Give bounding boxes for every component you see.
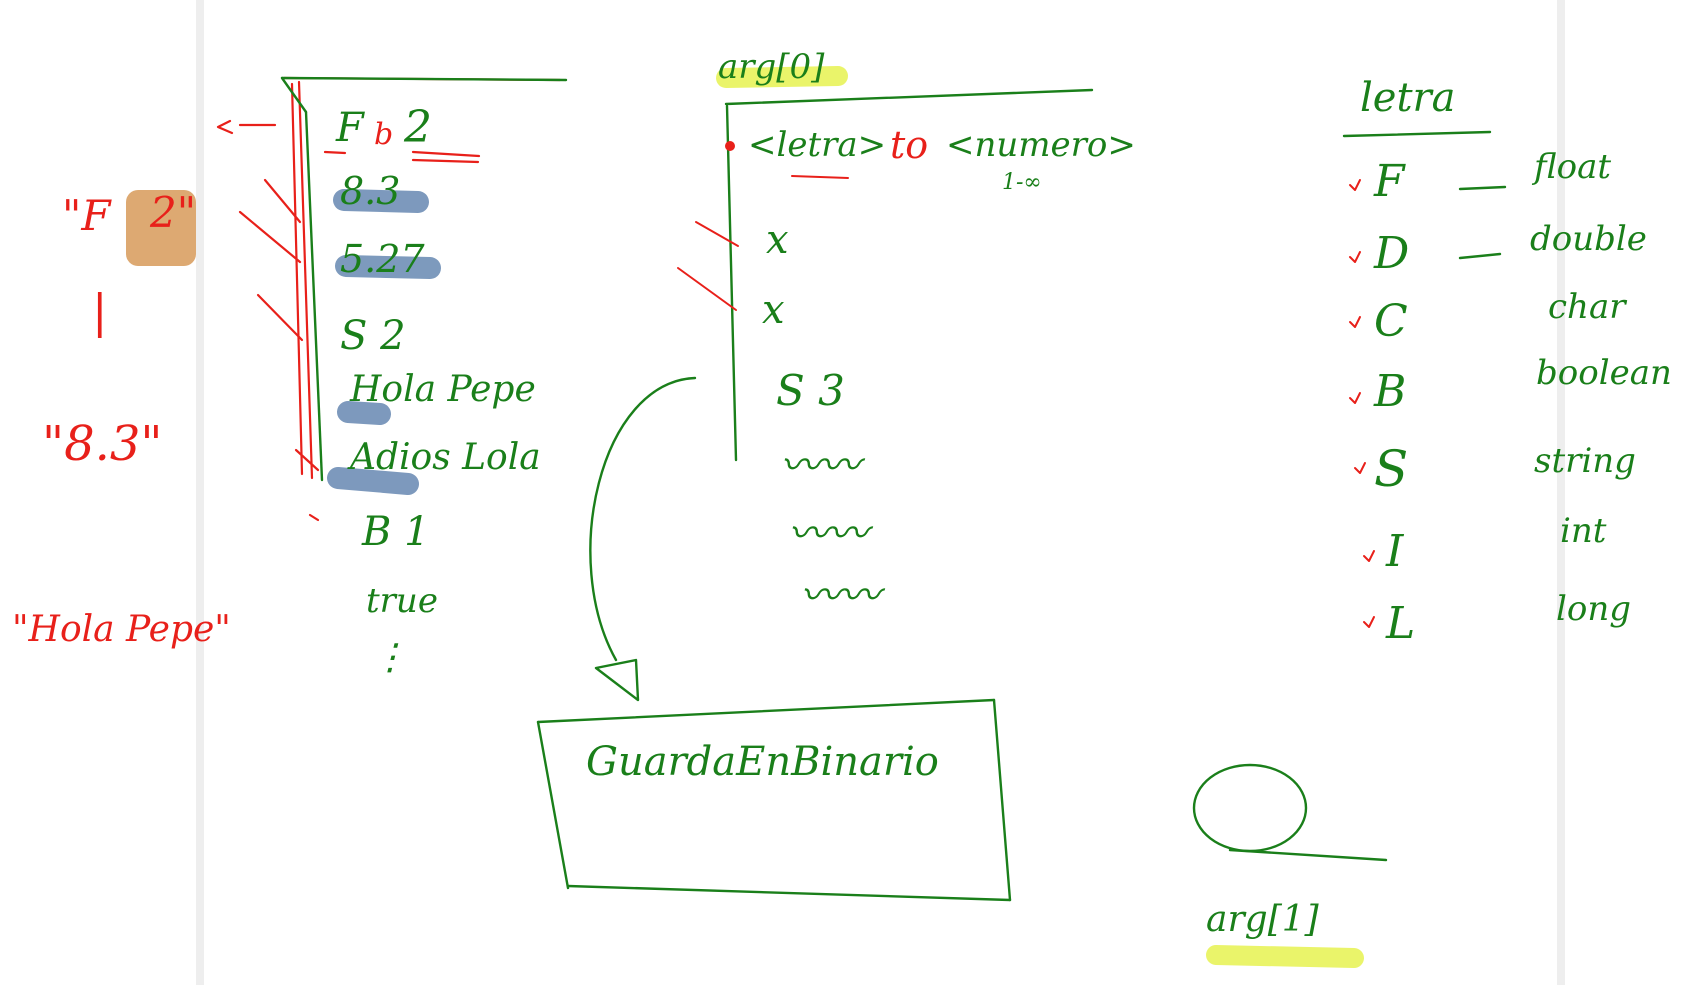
file-line-527: 5.27 <box>340 237 425 281</box>
arg0-squiggle-2: 〰〰 <box>788 511 868 557</box>
file-line-2: 2 <box>404 102 432 153</box>
arg1-label: arg[1] <box>1206 899 1319 940</box>
arg0-squiggle-1: 〰〰 <box>780 443 860 489</box>
canvas-left-edge <box>196 0 204 985</box>
file-line-true: true <box>366 581 438 621</box>
blue-highlights <box>327 189 441 495</box>
file-line-adios: Adios Lola <box>350 437 541 478</box>
letters-table-checkmarks <box>1349 179 1375 628</box>
arg0-red-marks <box>677 175 849 311</box>
type-char: char <box>1548 287 1626 327</box>
arg0-mark-1: x <box>766 217 789 263</box>
quote-hola-note: "Hola Pepe" <box>12 609 231 650</box>
file-line-b1: B 1 <box>362 509 430 555</box>
type-double: double <box>1530 219 1647 259</box>
orange-highlight <box>126 190 196 266</box>
letter-l: L <box>1386 598 1416 649</box>
canvas-right-edge <box>1557 0 1565 985</box>
arg0-number-placeholder: <numero> <box>946 125 1136 165</box>
binary-box-label: GuardaEnBinario <box>586 739 939 785</box>
file-line-separator: b <box>374 117 394 152</box>
flow-arrow <box>589 376 697 702</box>
file-column-frame <box>280 76 568 482</box>
letter-s: S <box>1374 440 1409 498</box>
output-file-circle <box>1192 763 1388 862</box>
letter-i: I <box>1386 526 1404 577</box>
type-float: float <box>1534 147 1612 187</box>
arg0-frame <box>724 88 1094 462</box>
yellow-highlights <box>716 66 1364 968</box>
letter-c: C <box>1374 296 1408 347</box>
arg0-range: 1-∞ <box>1002 170 1042 195</box>
file-line-s2: S 2 <box>340 313 406 359</box>
pipe-note: | <box>92 284 108 338</box>
quote-83-note: "8.3" <box>42 416 163 472</box>
letter-d: D <box>1374 228 1410 279</box>
arg0-squiggle-3: 〰〰 <box>800 573 880 619</box>
type-string: string <box>1534 441 1636 481</box>
binary-box-frame <box>536 698 1012 902</box>
file-line-f: F <box>336 105 364 151</box>
quote-f-note: "F <box>62 191 111 240</box>
quote-2-note: 2" <box>150 188 197 237</box>
letters-table-header: letra <box>1360 75 1456 121</box>
letters-table-lines <box>1342 130 1507 260</box>
file-line-ellipsis: ⋮ <box>372 637 408 678</box>
file-line-83: 8.3 <box>340 169 401 213</box>
arg0-s-line: S 3 <box>776 366 845 415</box>
type-long: long <box>1556 589 1632 629</box>
letter-b: B <box>1374 366 1407 417</box>
arg0-red-dot <box>725 141 735 151</box>
letter-f: F <box>1374 156 1405 207</box>
arg0-mark-2: x <box>762 287 785 333</box>
type-boolean: boolean <box>1536 353 1672 393</box>
type-int: int <box>1560 511 1607 551</box>
arg0-letter-placeholder: <letra> <box>748 125 887 165</box>
arg0-to: to <box>890 123 929 167</box>
file-line-hola: Hola Pepe <box>350 369 536 410</box>
arg0-label: arg[0] <box>718 47 825 87</box>
